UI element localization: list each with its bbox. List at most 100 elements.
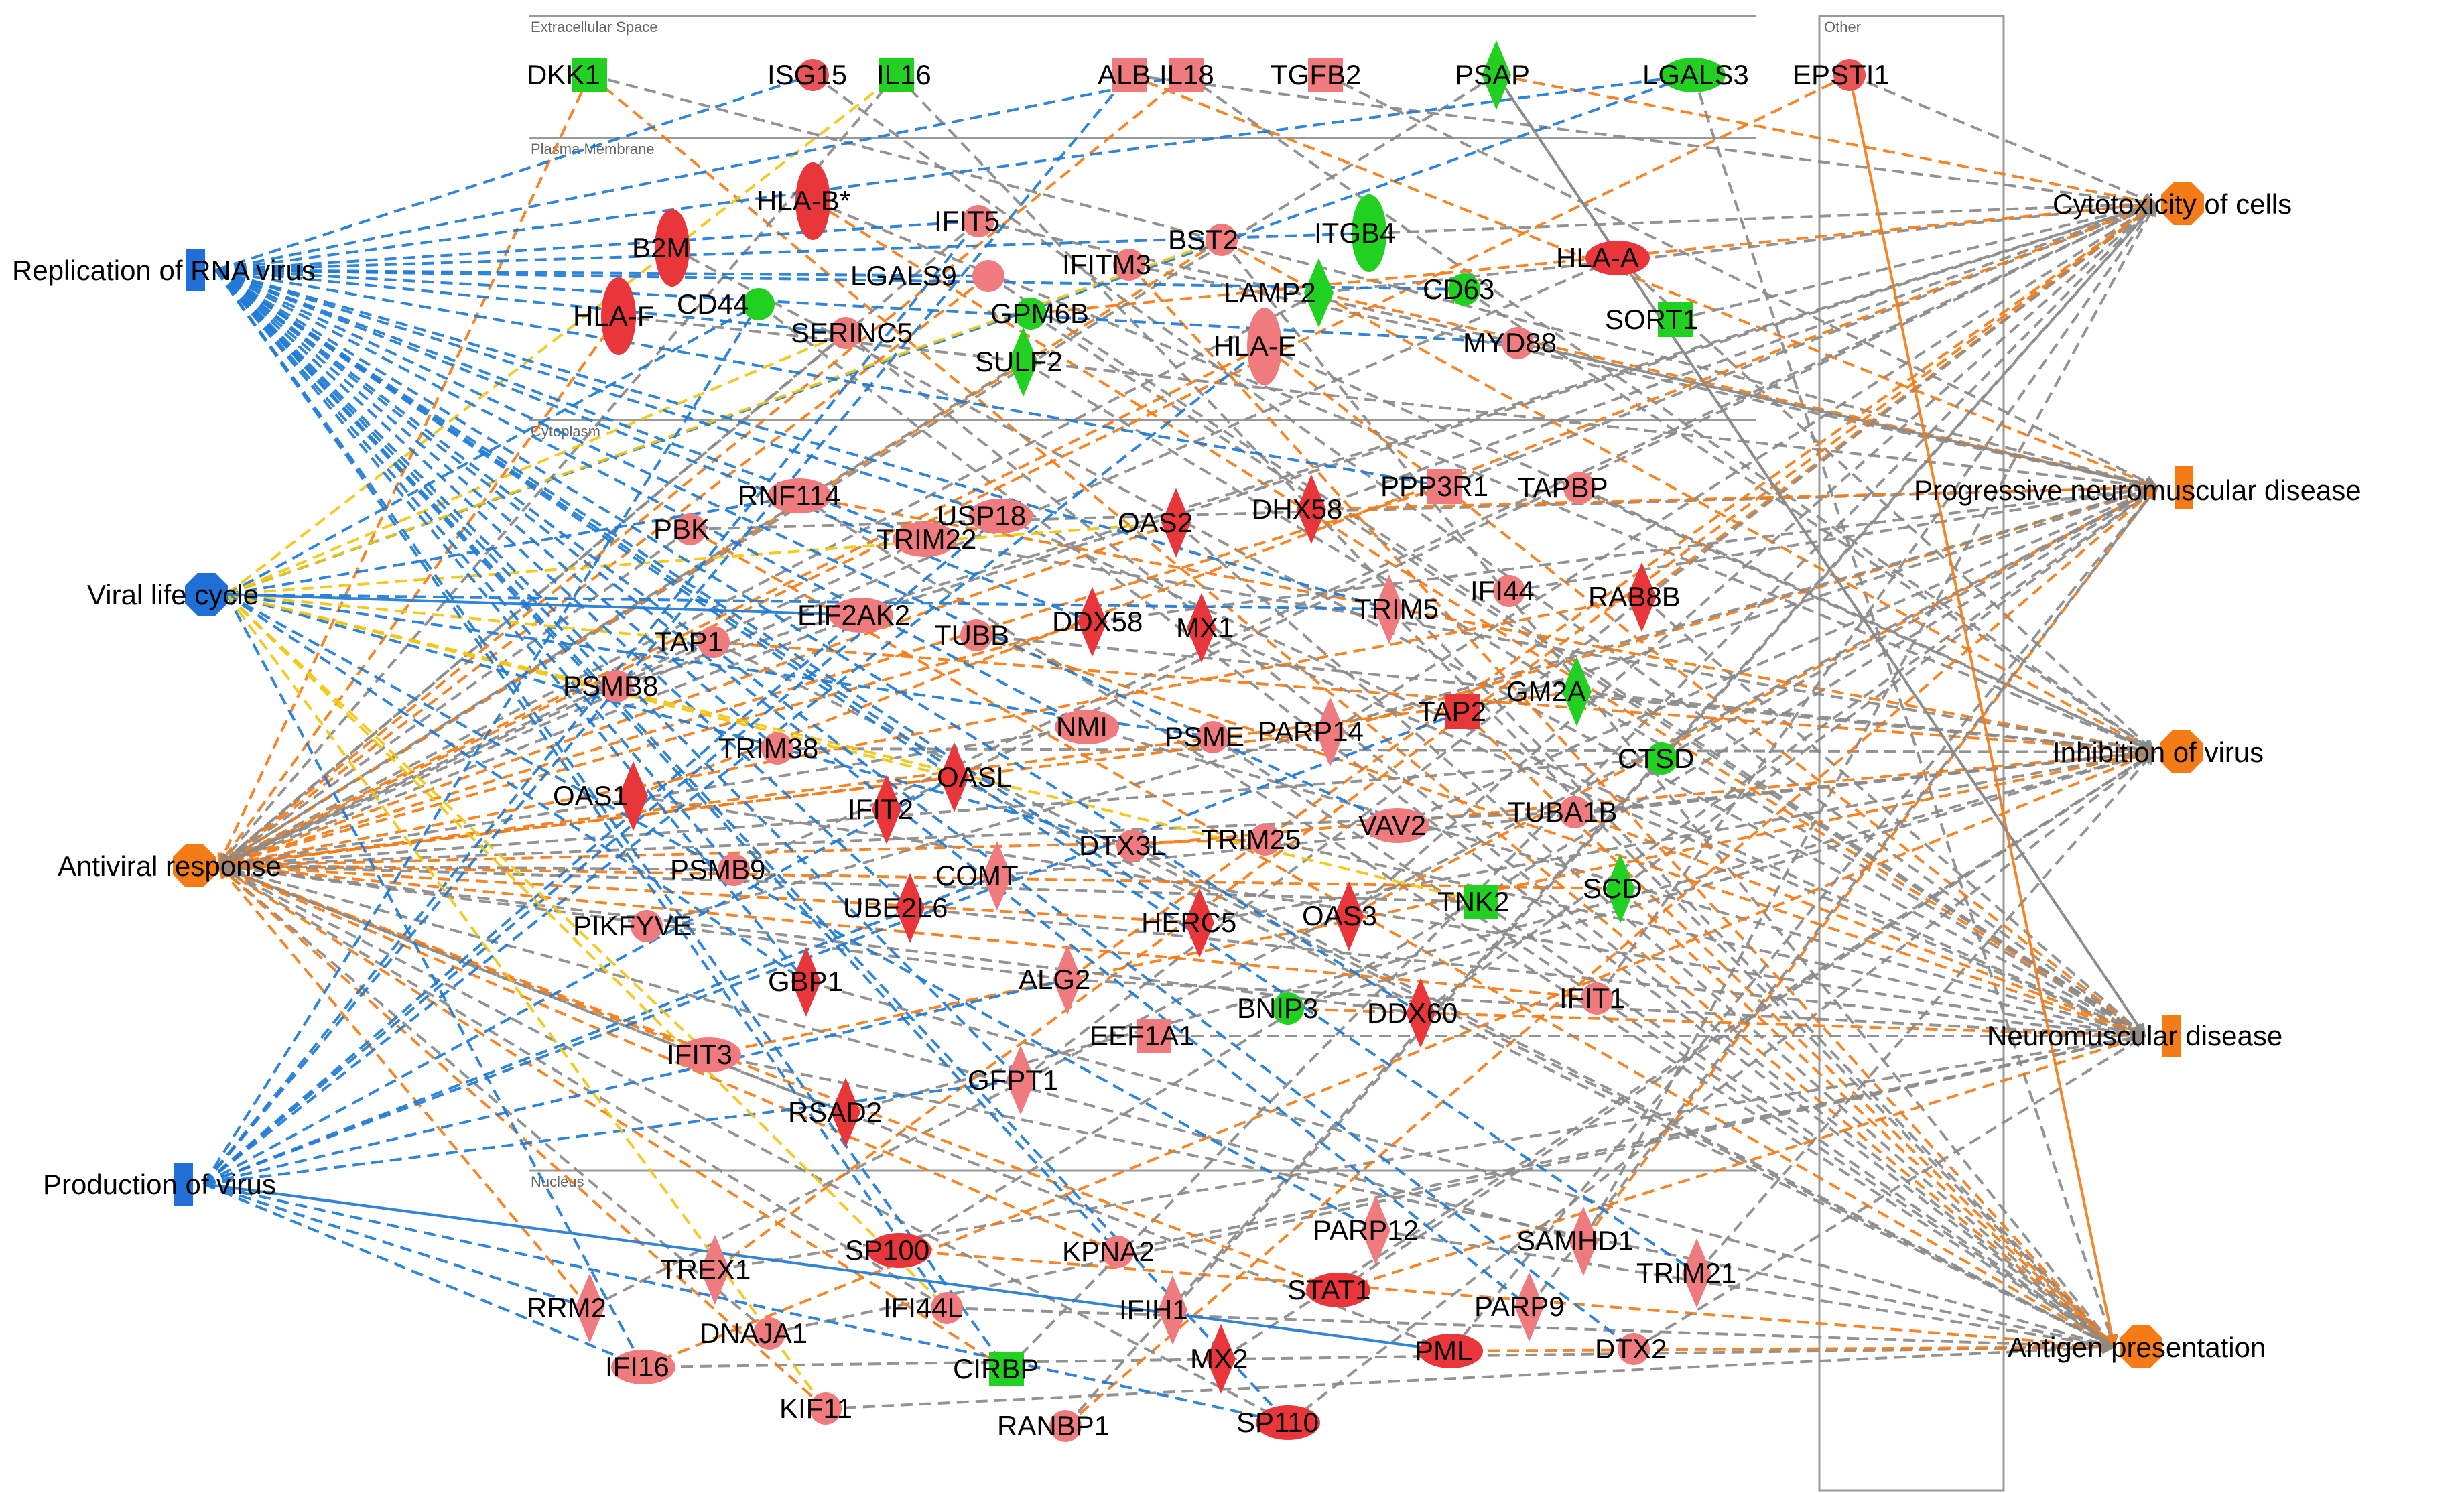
gene-node-ifit2[interactable]: IFIT2: [848, 775, 913, 844]
gene-node-epsti1[interactable]: EPSTI1: [1793, 59, 1890, 91]
gene-node-rsad2[interactable]: RSAD2: [788, 1078, 882, 1147]
gene-node-il16[interactable]: IL16: [877, 58, 931, 92]
gene-node-gbp1[interactable]: GBP1: [768, 947, 843, 1017]
gene-node-lamp2[interactable]: LAMP2: [1224, 258, 1334, 328]
function-node-cyto[interactable]: Cytotoxicity of cells: [2053, 182, 2292, 225]
gene-node-ppp3r1[interactable]: PPP3R1: [1380, 469, 1488, 504]
gene-node-ifi44[interactable]: IFI44: [1470, 575, 1535, 607]
gene-node-gfpt1[interactable]: GFPT1: [968, 1045, 1058, 1115]
gene-node-trim25[interactable]: TRIM25: [1201, 824, 1301, 856]
gene-node-lgals3[interactable]: LGALS3: [1642, 58, 1749, 92]
gene-node-ranbp1[interactable]: RANBP1: [997, 1410, 1110, 1442]
function-node-inh[interactable]: Inhibition of virus: [2053, 730, 2264, 773]
gene-node-isg15[interactable]: ISG15: [767, 59, 847, 91]
gene-node-psmb9[interactable]: PSMB9: [670, 854, 765, 886]
gene-node-parp12[interactable]: PARP12: [1313, 1195, 1419, 1265]
gene-node-oasl[interactable]: OASL: [937, 742, 1012, 812]
function-node-anti[interactable]: Antiviral response: [58, 844, 281, 887]
gene-node-gpm6b[interactable]: GPM6B: [990, 298, 1089, 330]
gene-node-rab8b[interactable]: RAB8B: [1588, 562, 1681, 632]
function-node-prod[interactable]: Production of virus: [43, 1163, 276, 1206]
gene-node-pbk[interactable]: PBK: [653, 513, 710, 545]
gene-node-lgals9[interactable]: LGALS9: [850, 260, 1004, 292]
gene-node-ifih1[interactable]: IFIH1: [1119, 1275, 1188, 1345]
gene-node-stat1[interactable]: STAT1: [1287, 1273, 1370, 1307]
gene-node-hla-f[interactable]: HLA-F: [573, 277, 654, 355]
gene-node-ifi16[interactable]: IFI16: [605, 1350, 675, 1384]
gene-node-vav2[interactable]: VAV2: [1358, 808, 1429, 843]
gene-node-scd[interactable]: SCD: [1583, 854, 1642, 923]
function-node-rep[interactable]: Replication of RNA virus: [12, 249, 316, 291]
gene-node-comt[interactable]: COMT: [935, 841, 1019, 911]
gene-node-oas3[interactable]: OAS3: [1302, 881, 1377, 951]
gene-node-tgfb2[interactable]: TGFB2: [1271, 58, 1361, 92]
gene-node-tapbp[interactable]: TAPBP: [1518, 472, 1608, 504]
gene-node-dtx3l[interactable]: DTX3L: [1079, 830, 1167, 862]
gene-node-tap2[interactable]: TAP2: [1418, 694, 1486, 729]
gene-node-mx2[interactable]: MX2: [1190, 1324, 1248, 1394]
gene-node-cirbp[interactable]: CIRBP: [953, 1352, 1039, 1386]
gene-node-ddx60[interactable]: DDX60: [1367, 978, 1457, 1048]
gene-node-tap1[interactable]: TAP1: [655, 626, 730, 658]
gene-node-il18[interactable]: IL18: [1159, 58, 1214, 92]
gene-node-ifit3[interactable]: IFIT3: [667, 1037, 741, 1072]
gene-node-sort1[interactable]: SORT1: [1605, 302, 1698, 337]
gene-node-hla-a[interactable]: HLA-A: [1556, 241, 1650, 275]
gene-node-ifi44l[interactable]: IFI44L: [883, 1292, 963, 1324]
gene-node-usp18[interactable]: USP18: [937, 499, 1033, 533]
gene-node-mx1[interactable]: MX1: [1176, 593, 1234, 663]
gene-node-tubb[interactable]: TUBB: [934, 619, 1009, 651]
function-node-pnd[interactable]: Progressive neuromuscular disease: [1914, 466, 2361, 509]
gene-node-alb[interactable]: ALB: [1098, 58, 1151, 92]
gene-node-serinc5[interactable]: SERINC5: [791, 317, 913, 349]
gene-node-trim5[interactable]: TRIM5: [1354, 574, 1439, 644]
gene-node-bnip3[interactable]: BNIP3: [1237, 992, 1318, 1025]
gene-node-itgb4[interactable]: ITGB4: [1314, 194, 1395, 272]
gene-node-psme[interactable]: PSME: [1165, 721, 1244, 753]
gene-node-b2m[interactable]: B2M: [632, 209, 690, 287]
gene-node-sp100[interactable]: SP100: [845, 1233, 931, 1268]
gene-node-sulf2[interactable]: SULF2: [975, 327, 1063, 397]
gene-node-psmb8[interactable]: PSMB8: [563, 670, 658, 702]
gene-node-hla-e[interactable]: HLA-E: [1214, 308, 1297, 385]
gene-node-dhx58[interactable]: DHX58: [1252, 474, 1342, 544]
gene-node-sp110[interactable]: SP110: [1236, 1405, 1320, 1440]
gene-node-rnf114[interactable]: RNF114: [738, 478, 840, 513]
gene-node-hla-b[interactable]: HLA-B*: [757, 162, 850, 240]
gene-node-trim38[interactable]: TRIM38: [718, 732, 818, 765]
gene-node-ctsd[interactable]: CTSD: [1618, 742, 1694, 775]
gene-node-dnaja1[interactable]: DNAJA1: [700, 1317, 807, 1350]
gene-node-dtx2[interactable]: DTX2: [1595, 1333, 1667, 1365]
gene-node-trex1[interactable]: TREX1: [660, 1235, 751, 1305]
gene-node-bst2[interactable]: BST2: [1168, 224, 1238, 256]
gene-node-parp9[interactable]: PARP9: [1474, 1272, 1565, 1342]
gene-node-ifitm3[interactable]: IFITM3: [1062, 249, 1151, 281]
gene-node-ifit1[interactable]: IFIT1: [1559, 982, 1625, 1015]
gene-node-herc5[interactable]: HERC5: [1141, 888, 1236, 958]
gene-node-trim21[interactable]: TRIM21: [1636, 1238, 1736, 1308]
gene-node-ddx58[interactable]: DDX58: [1052, 587, 1143, 657]
function-node-nmd[interactable]: Neuromuscular disease: [1987, 1015, 2282, 1057]
gene-node-pikfyve[interactable]: PIKFYVE: [573, 910, 692, 942]
gene-node-myd88[interactable]: MYD88: [1463, 327, 1557, 359]
gene-node-cd44[interactable]: CD44: [677, 288, 775, 320]
gene-node-alg2[interactable]: ALG2: [1019, 945, 1090, 1015]
gene-node-kif11[interactable]: KIF11: [779, 1392, 852, 1425]
gene-node-oas2[interactable]: OAS2: [1118, 488, 1193, 558]
gene-node-pml[interactable]: PML: [1415, 1334, 1483, 1368]
gene-node-nmi[interactable]: NMI: [1055, 710, 1119, 744]
gene-node-psap[interactable]: PSAP: [1455, 40, 1530, 110]
gene-node-parp14[interactable]: PARP14: [1258, 697, 1364, 767]
gene-node-tuba1b[interactable]: TUBA1B: [1508, 796, 1617, 828]
gene-node-cd63[interactable]: CD63: [1423, 273, 1494, 306]
gene-node-samhd1[interactable]: SAMHD1: [1516, 1206, 1634, 1276]
gene-node-ube2l6[interactable]: UBE2L6: [843, 873, 948, 943]
gene-node-dkk1[interactable]: DKK1: [527, 58, 607, 92]
function-node-antigen[interactable]: Antigen presentation: [2008, 1325, 2266, 1368]
gene-node-kpna2[interactable]: KPNA2: [1062, 1236, 1155, 1268]
gene-node-eif2ak2[interactable]: EIF2AK2: [797, 598, 910, 633]
gene-node-trim22[interactable]: TRIM22: [877, 522, 976, 557]
gene-node-rrm2[interactable]: RRM2: [527, 1273, 606, 1343]
gene-node-ifit5[interactable]: IFIT5: [934, 205, 1000, 237]
gene-node-oas1[interactable]: OAS1: [553, 761, 648, 831]
